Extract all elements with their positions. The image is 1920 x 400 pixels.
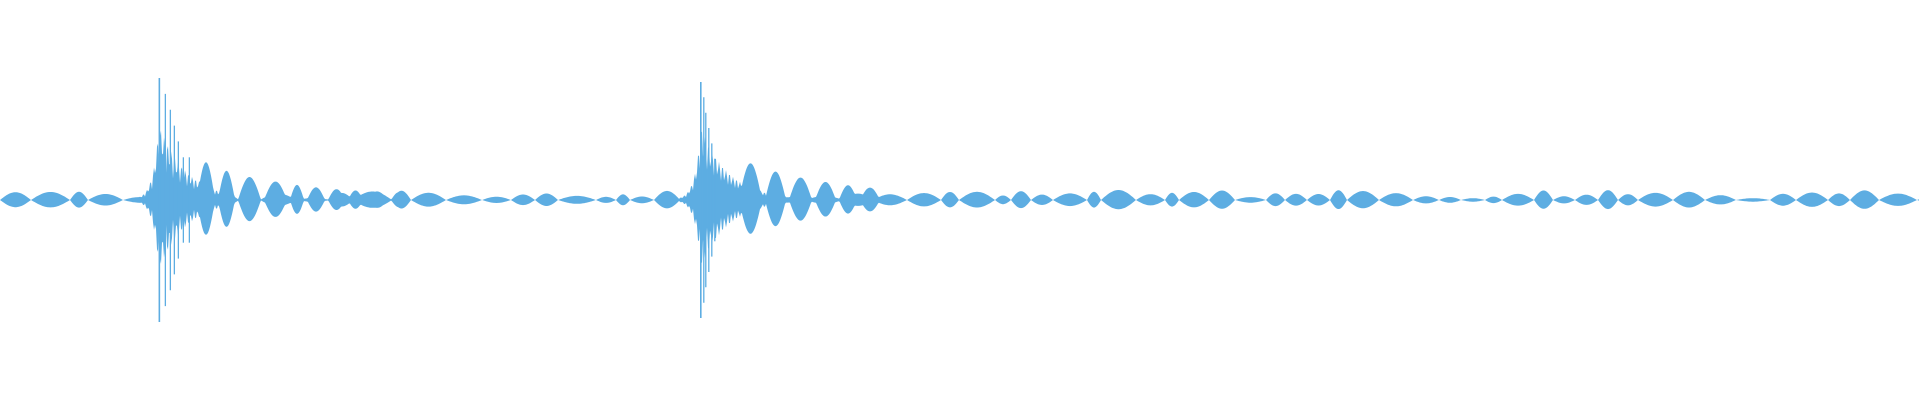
waveform-spikes bbox=[158, 78, 716, 322]
waveform-body bbox=[0, 130, 1919, 264]
